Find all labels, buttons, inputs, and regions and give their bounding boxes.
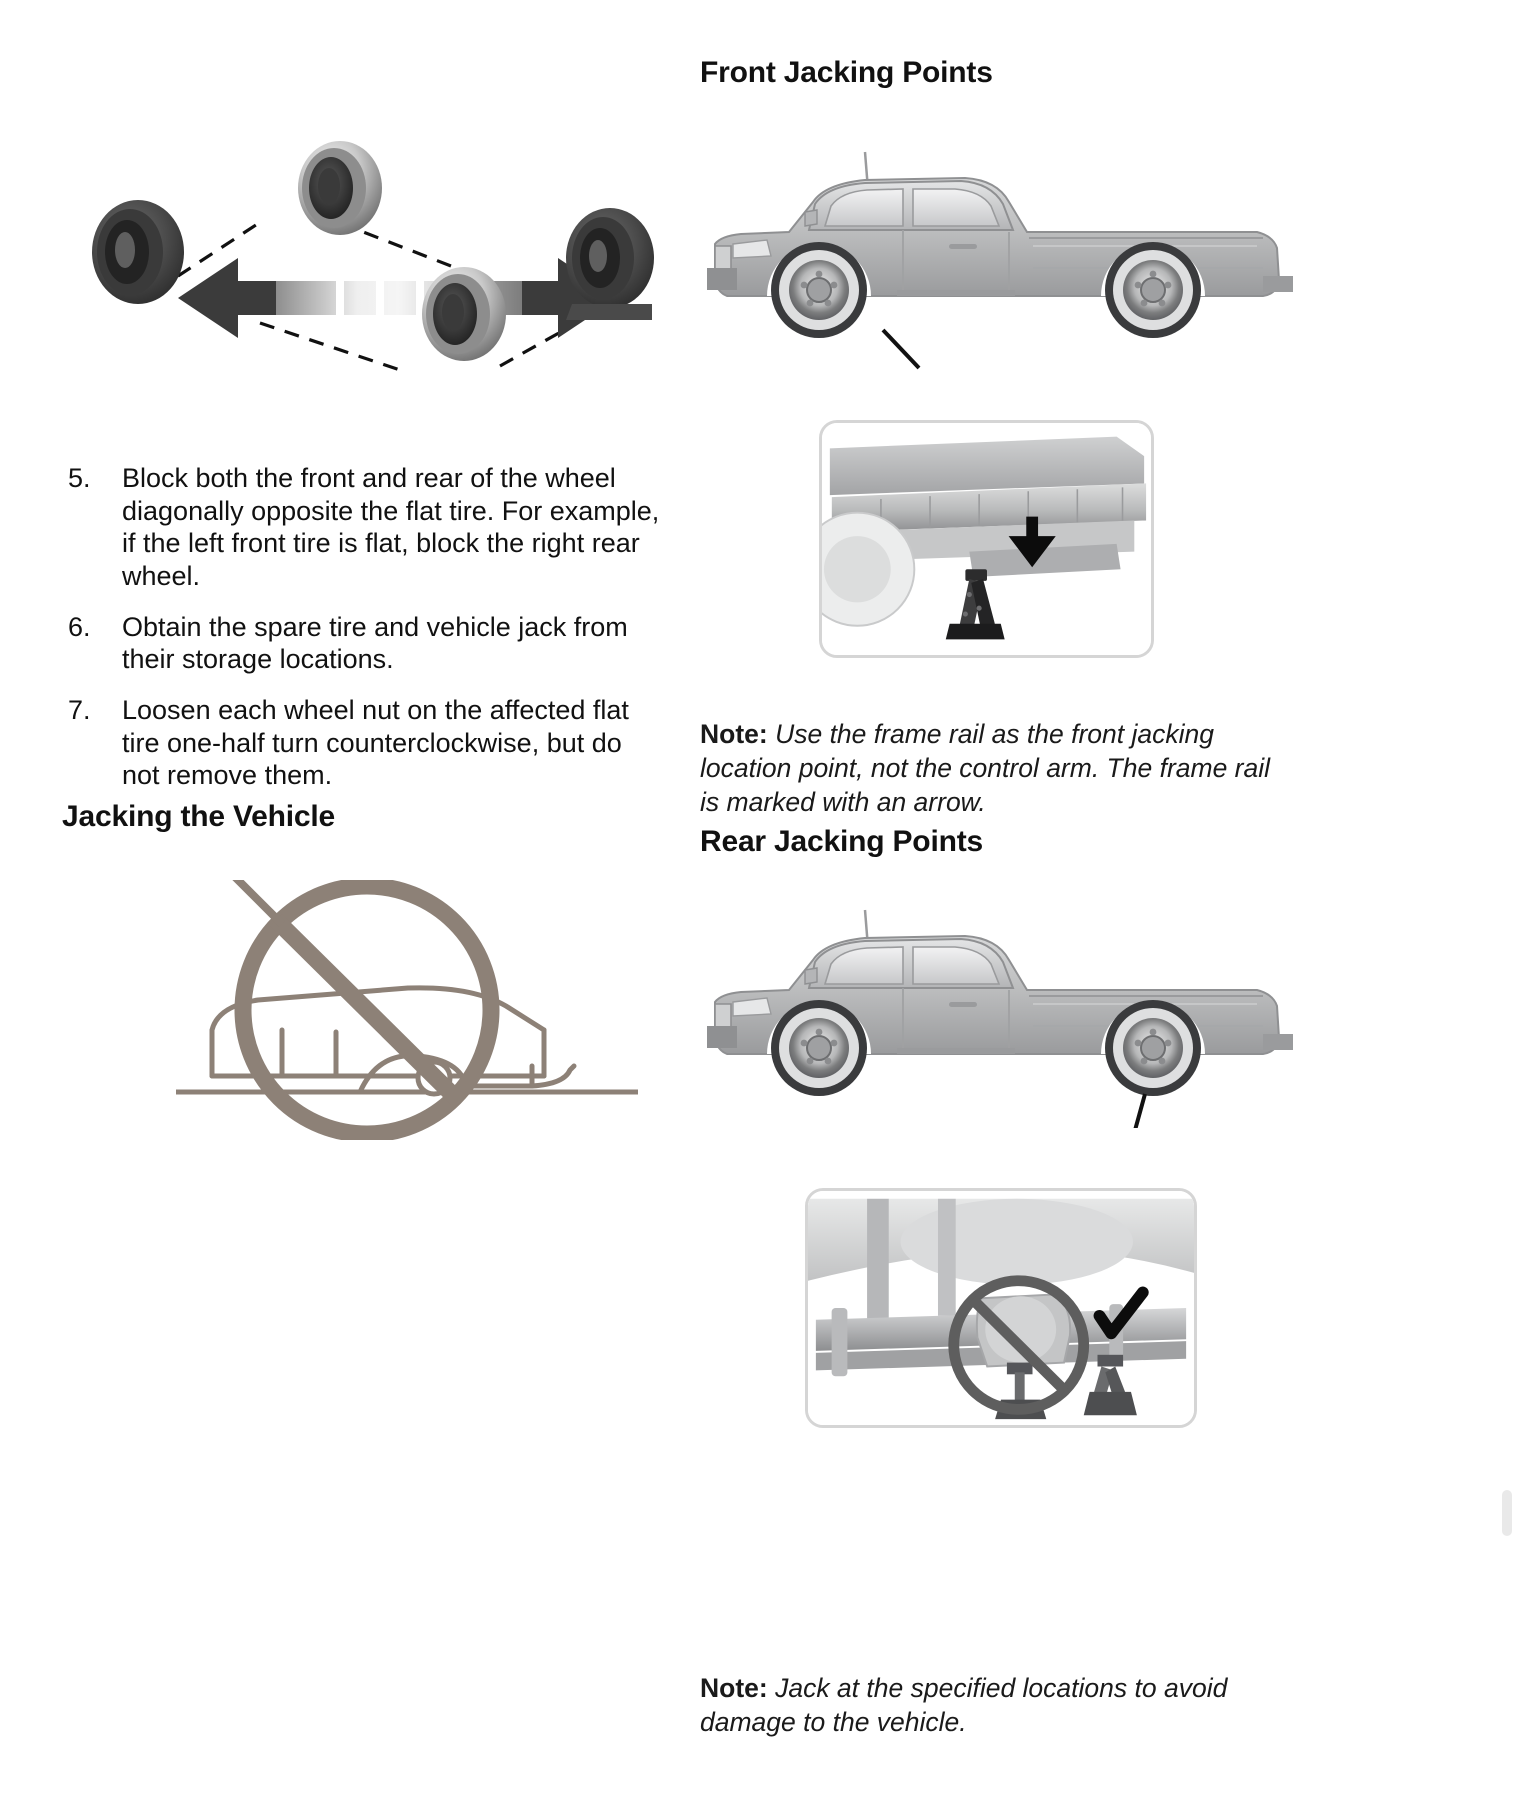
headlamp [732, 239, 772, 259]
list-item: 6. Obtain the spare tire and vehicle jac… [60, 611, 660, 676]
step-number: 6. [68, 611, 91, 642]
prohibition-slash-icon [232, 880, 500, 1140]
body-panel [829, 436, 1145, 496]
note-label: Note: [700, 1673, 768, 1703]
jacking-point-arrow [1008, 516, 1056, 568]
front-bumper [707, 268, 737, 290]
spare-tire [900, 1198, 1133, 1285]
crossmember [969, 543, 1121, 578]
scissor-jack [945, 569, 1005, 640]
side-mirror [804, 967, 818, 985]
cab-window-rear [912, 946, 1001, 985]
heading-rear-jacking-points: Rear Jacking Points [700, 825, 983, 858]
step-text: Loosen each wheel nut on the affected fl… [122, 694, 629, 791]
tire-upper-light [298, 141, 382, 235]
door-handle [949, 244, 977, 249]
rear-wheel [1105, 1000, 1201, 1096]
headlamp [732, 997, 772, 1017]
step-number: 5. [68, 463, 91, 493]
rear-bumper [1263, 276, 1293, 292]
note-text: Jack at the specified locations to avoid… [700, 1673, 1228, 1737]
cab-window-rear [912, 188, 1001, 227]
cab-window [823, 946, 904, 985]
front-wheel [771, 242, 867, 338]
rear-wheel [1105, 242, 1201, 338]
side-mirror [804, 209, 818, 227]
left-column: 5. Block both the front and rear of the … [52, 0, 667, 1796]
rear-axle-detail [805, 1188, 1197, 1428]
wheel-chock-diagonal-diagram [70, 118, 670, 378]
door-handle [949, 1002, 977, 1007]
tire-lower-light [422, 267, 506, 361]
pickup-truck-side-view-rear-jacking [697, 898, 1297, 1128]
bidirectional-arrow [178, 258, 618, 338]
rear-bumper [1263, 1034, 1293, 1050]
list-item: 5. Block both the front and rear of the … [60, 462, 660, 593]
step-text: Obtain the spare tire and vehicle jack f… [122, 611, 628, 675]
callout-leader-line [1133, 1093, 1147, 1128]
step-number: 7. [68, 694, 91, 725]
jack-correct-position [1083, 1354, 1137, 1416]
front-bumper [707, 1026, 737, 1048]
page-title-jacking-the-vehicle: Jacking the Vehicle [62, 800, 335, 833]
procedure-steps-list: 5. Block both the front and rear of the … [60, 462, 660, 792]
note-label: Note: [700, 719, 768, 749]
heading-front-jacking-points: Front Jacking Points [700, 56, 993, 89]
front-wheel [771, 1000, 867, 1096]
shock-absorber [831, 1308, 848, 1377]
cab-window [823, 188, 904, 227]
list-item: 7. Loosen each wheel nut on the affected… [60, 694, 660, 792]
right-column: Front Jacking Points [697, 0, 1297, 1796]
frame-rail-left [867, 1198, 889, 1342]
frame-rail-right [937, 1198, 956, 1316]
note-front-jacking: Note: Use the frame rail as the front ja… [700, 718, 1288, 820]
tire-left-dark [92, 200, 184, 304]
tire-right-dark [566, 208, 654, 320]
note-rear-jacking: Note: Jack at the specified locations to… [700, 1672, 1288, 1740]
step-text: Block both the front and rear of the whe… [122, 463, 660, 591]
do-not-go-under-vehicle-illustration [172, 880, 642, 1140]
pickup-truck-side-view-front-jacking [697, 140, 1297, 370]
callout-leader-line [881, 328, 921, 370]
front-frame-rail-detail [819, 420, 1154, 658]
scrollbar-thumb[interactable] [1502, 1490, 1512, 1536]
check-mark-icon [1093, 1286, 1149, 1340]
note-text: Use the frame rail as the front jacking … [700, 719, 1271, 817]
differential-housing [975, 1293, 1072, 1368]
prohibition-slash-icon [948, 1275, 1090, 1415]
frame-rail [831, 483, 1147, 533]
